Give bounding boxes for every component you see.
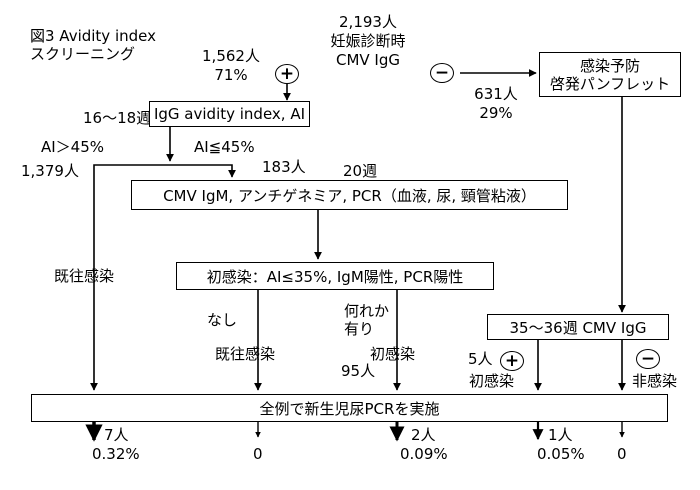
weeks-16-18-label: 16～18週 xyxy=(83,109,152,127)
pamphlet-line2: 啓発パンフレット xyxy=(549,74,671,93)
negative-count: 631人 xyxy=(474,85,518,103)
positive-pct: 71% xyxy=(214,66,248,84)
negative-icon: − xyxy=(430,63,454,83)
any-label-1: 何れか xyxy=(344,302,390,320)
result-pct-1: 0.32% xyxy=(92,445,140,463)
late-negative-label: 非感染 xyxy=(632,372,678,390)
positive-count: 1,562人 xyxy=(202,47,260,65)
late-igg-box: 35～36週 CMV IgG xyxy=(487,314,669,340)
avidity-box: IgG avidity index, AI xyxy=(149,101,310,127)
primary-mid-count: 95人 xyxy=(341,362,376,380)
late-positive-icon: + xyxy=(500,351,524,371)
result-pct-3: 0.09% xyxy=(400,445,448,463)
primary-criteria-box: 初感染：AI≤35%, IgM陽性, PCR陽性 xyxy=(176,262,494,290)
result-count-1: 7人 xyxy=(104,426,129,444)
primary-mid-label: 初感染 xyxy=(370,345,416,363)
result-pct-2: 0 xyxy=(253,445,263,463)
arrow-ai-low xyxy=(170,164,236,178)
late-positive-label: 初感染 xyxy=(469,372,515,390)
any-label-2: 有り xyxy=(344,320,375,338)
result-pct-4: 0.05% xyxy=(537,445,585,463)
start-count: 2,193人 xyxy=(339,13,397,31)
pamphlet-box: 感染予防 啓発パンフレット xyxy=(539,52,681,97)
pamphlet-line1: 感染予防 xyxy=(579,56,640,75)
none-label: なし xyxy=(207,311,238,329)
result-count-3: 2人 xyxy=(411,426,436,444)
late-positive-count: 5人 xyxy=(468,350,493,368)
cmv-tests-box: CMV IgM, アンチゲネミア, PCR（血液, 尿, 頸管粘液） xyxy=(131,180,568,210)
newborn-pcr-box: 全例で新生児尿PCRを実施 xyxy=(31,394,668,422)
positive-icon: + xyxy=(275,64,299,84)
start-label-2: CMV IgG xyxy=(335,51,400,69)
ai-high-count: 1,379人 xyxy=(21,162,79,180)
ai-high-label: AI＞45% xyxy=(41,138,105,156)
negative-pct: 29% xyxy=(479,104,513,122)
arrow-ai-high xyxy=(90,164,170,391)
late-negative-icon: − xyxy=(636,349,660,369)
result-count-4: 1人 xyxy=(548,426,573,444)
result-pct-5: 0 xyxy=(617,445,627,463)
figure-title-line1: 図3 Avidity index xyxy=(30,27,156,45)
past-infection-mid: 既往感染 xyxy=(215,345,276,363)
start-label-1: 妊娠診断時 xyxy=(330,32,406,50)
past-infection-left: 既往感染 xyxy=(54,267,115,285)
weeks-20-label: 20週 xyxy=(343,162,378,180)
figure-title-line2: スクリーニング xyxy=(30,45,136,63)
ai-low-count: 183人 xyxy=(262,158,306,176)
ai-low-label: AI≦45% xyxy=(194,138,255,156)
